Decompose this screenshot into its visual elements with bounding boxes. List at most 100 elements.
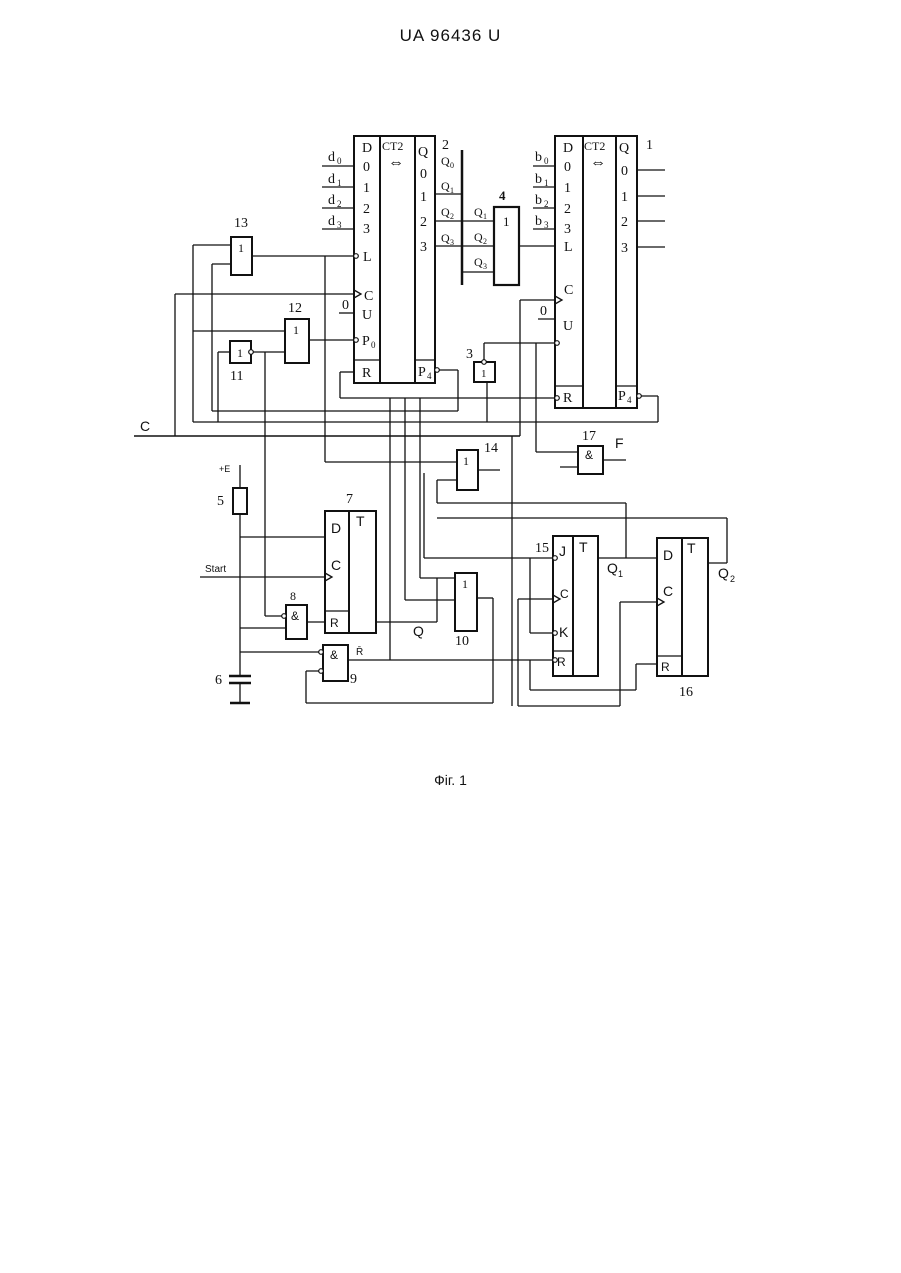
gate-17-symbol: & (585, 448, 593, 462)
cr-in-L: L (564, 240, 573, 255)
cl-out-3: 3 (420, 240, 427, 255)
cr-out-0: 0 (621, 164, 628, 179)
gate-17-output: F (615, 435, 624, 451)
cl-title: CT2 (382, 139, 403, 153)
gate-8-symbol: & (291, 609, 299, 623)
trigger-15-pin-C: C (560, 587, 569, 601)
cr-u-value: 0 (540, 304, 547, 319)
cr-in-3: 3 (564, 222, 571, 237)
trigger-7-pin-R: R (330, 616, 339, 630)
cr-out-3: 3 (621, 241, 628, 256)
cl-in-0: 0 (363, 160, 370, 175)
cr-out-P-sub: 4 (627, 395, 632, 405)
clock-line-label: C (140, 418, 150, 434)
gate-3-symbol: 1 (481, 368, 487, 380)
supply-label: +E (219, 464, 230, 474)
q3-sub: 3 (450, 238, 454, 247)
cl-in-2: 2 (363, 202, 370, 217)
cl-in-3: 3 (363, 222, 370, 237)
gate-4-number: 4 (499, 188, 506, 203)
cr-number: 1 (646, 138, 653, 153)
b0-label: b (535, 150, 542, 165)
gate-13-number: 13 (234, 216, 248, 231)
d2-label: d (328, 193, 335, 208)
cl-in-L: L (363, 250, 372, 265)
g4-in-q1-sub: 1 (483, 212, 487, 221)
cl-u-value: 0 (342, 298, 349, 313)
g4-in-q3-sub: 3 (483, 262, 487, 271)
b3-sub: 3 (544, 220, 549, 230)
resistor-number: 5 (217, 494, 224, 509)
gate-13-symbol: 1 (238, 241, 244, 255)
cl-in-1: 1 (363, 181, 370, 196)
gate-11-symbol: 1 (237, 346, 243, 360)
cl-in-R: R (362, 366, 372, 381)
g4-in-q2: Q (474, 230, 483, 244)
b1-label: b (535, 172, 542, 187)
trigger-16-pin-D: D (663, 547, 673, 563)
d2-sub: 2 (337, 199, 342, 209)
cr-in-0: 0 (564, 160, 571, 175)
trigger-16-number: 16 (679, 685, 693, 700)
d1-sub: 1 (337, 178, 342, 188)
cl-bidirectional-arrow-icon: ⇔ (388, 154, 404, 171)
b0-sub: 0 (544, 156, 549, 166)
gate-8-number: 8 (290, 589, 296, 603)
cr-in-1: 1 (564, 181, 571, 196)
d3-sub: 3 (337, 220, 342, 230)
gate-10-number: 10 (455, 634, 469, 649)
start-label: Start (205, 564, 226, 575)
cr-in-U: U (563, 319, 573, 334)
cl-out-2: 2 (420, 215, 427, 230)
cr-out-1: 1 (621, 190, 628, 205)
gate-14-symbol: 1 (463, 454, 469, 468)
b2-label: b (535, 193, 542, 208)
trigger-15-pin-R: R (557, 655, 566, 669)
b1-sub: 1 (544, 178, 549, 188)
trigger-16-output: Q (718, 565, 729, 581)
d0-sub: 0 (337, 156, 342, 166)
cl-out-P-sub: 4 (427, 371, 432, 381)
trigger-15-pin-J: J (559, 543, 566, 559)
gate-12-symbol: 1 (293, 323, 299, 337)
q0-sub: 0 (450, 161, 454, 170)
cr-in-2: 2 (564, 202, 571, 217)
gate-10-input: Q (413, 623, 424, 639)
cr-title: CT2 (584, 139, 605, 153)
d3-label: d (328, 214, 335, 229)
trigger-15-pin-K: K (559, 624, 569, 640)
b2-sub: 2 (544, 199, 549, 209)
q1-label: Q (441, 179, 450, 193)
trigger-7-pin-D: D (331, 520, 341, 536)
cl-out-P: P (418, 365, 426, 380)
d1-label: d (328, 172, 335, 187)
cr-bidirectional-arrow-icon: ⇔ (590, 154, 606, 171)
gate-9-symbol: & (330, 648, 338, 662)
q1-sub: 1 (450, 186, 454, 195)
d0-label: d (328, 150, 335, 165)
cl-number: 2 (442, 138, 449, 153)
cl-in-D: D (362, 141, 372, 156)
g4-in-q2-sub: 2 (483, 237, 487, 246)
cl-out-Q: Q (418, 145, 428, 160)
trigger-7-number: 7 (346, 492, 353, 507)
trigger-15-number: 15 (535, 541, 549, 556)
trigger-7-type: T (356, 513, 365, 529)
trigger-16-pin-R: R (661, 660, 670, 674)
trigger-16-output-sub: 2 (730, 574, 735, 584)
capacitor-6 (229, 676, 251, 703)
gate-9-input: R̄ (356, 645, 363, 658)
q2-sub: 2 (450, 212, 454, 221)
q3-label: Q (441, 231, 450, 245)
trigger-16-type: T (687, 540, 696, 556)
cr-in-C: C (564, 283, 573, 298)
cr-in-R: R (563, 391, 573, 406)
gate-12-number: 12 (288, 301, 302, 316)
gate-11-number: 11 (230, 369, 243, 384)
cr-out-2: 2 (621, 215, 628, 230)
g4-in-q3: Q (474, 255, 483, 269)
b3-label: b (535, 214, 542, 229)
gate-14-number: 14 (484, 441, 498, 456)
figure-caption: Фіг. 1 (0, 772, 901, 788)
